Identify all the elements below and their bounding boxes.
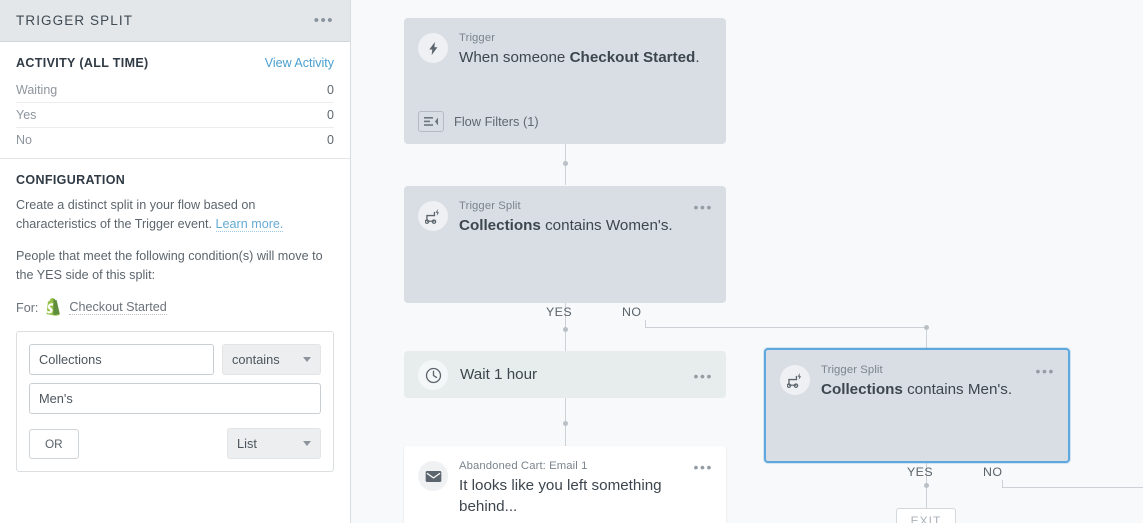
node-title: Collections contains Men's. bbox=[821, 379, 1054, 400]
connector-no-elbow-v1 bbox=[645, 320, 646, 328]
condition-operator-value: contains bbox=[232, 352, 280, 367]
node-title: Collections contains Women's. bbox=[459, 215, 712, 236]
for-row: For: Checkout Started bbox=[16, 298, 334, 317]
connector-dot bbox=[924, 325, 929, 330]
activity-row-yes: Yes 0 bbox=[16, 103, 334, 128]
activity-label: Waiting bbox=[16, 83, 58, 97]
node-menu-icon[interactable]: ••• bbox=[1035, 363, 1055, 379]
condition-type-select[interactable]: List bbox=[227, 428, 321, 459]
node-kind-label: Abandoned Cart: Email 1 bbox=[459, 460, 588, 472]
page-title: TRIGGER SPLIT bbox=[16, 13, 134, 28]
activity-title: ACTIVITY (ALL TIME) bbox=[16, 56, 149, 70]
lightning-bolt-icon bbox=[418, 33, 448, 63]
connector-mens-no-elbow-v bbox=[1002, 480, 1003, 488]
exit-label: EXIT bbox=[910, 514, 942, 523]
node-exit[interactable]: EXIT bbox=[896, 508, 956, 523]
activity-label: No bbox=[16, 133, 32, 147]
node-menu-icon[interactable]: ••• bbox=[693, 459, 713, 475]
activity-section: ACTIVITY (ALL TIME) View Activity Waitin… bbox=[0, 42, 350, 159]
panel-menu-icon[interactable]: ••• bbox=[313, 11, 334, 29]
condition-type-value: List bbox=[237, 436, 257, 451]
branch-label-no: NO bbox=[983, 465, 1003, 479]
node-title: It looks like you left something behind.… bbox=[459, 477, 662, 515]
flow-filters-label: Flow Filters (1) bbox=[454, 114, 539, 129]
connector-no-horizontal bbox=[645, 327, 927, 328]
connector-dot bbox=[563, 327, 568, 332]
node-trigger[interactable]: Trigger When someone Checkout Started. bbox=[404, 18, 726, 144]
chevron-down-icon bbox=[303, 441, 311, 446]
connector-dot bbox=[924, 483, 929, 488]
node-title-suffix: contains Men's. bbox=[902, 381, 1013, 398]
node-wait[interactable]: Wait 1 hour ••• bbox=[404, 351, 726, 398]
condition-field-input[interactable] bbox=[29, 344, 214, 375]
trigger-split-icon bbox=[418, 201, 448, 231]
node-title: Wait 1 hour bbox=[460, 366, 538, 383]
condition-operator-select[interactable]: contains bbox=[222, 344, 321, 375]
node-menu-icon[interactable]: ••• bbox=[693, 199, 713, 215]
shopify-icon bbox=[45, 298, 62, 317]
connector-mens-no-horizontal bbox=[1002, 487, 1143, 488]
node-title-emphasis: Checkout Started bbox=[569, 49, 696, 66]
trigger-split-icon bbox=[780, 365, 810, 395]
activity-label: Yes bbox=[16, 108, 37, 122]
node-email[interactable]: ••• Abandoned Cart: Email 1 It looks lik… bbox=[404, 446, 726, 523]
clock-icon bbox=[418, 360, 448, 390]
sidebar-panel: TRIGGER SPLIT ••• ACTIVITY (ALL TIME) Vi… bbox=[0, 0, 351, 523]
activity-row-no: No 0 bbox=[16, 128, 334, 152]
connector-dot bbox=[563, 421, 568, 426]
activity-value: 0 bbox=[327, 83, 334, 97]
node-kind-label: Trigger Split bbox=[821, 364, 883, 376]
view-activity-link[interactable]: View Activity bbox=[264, 56, 334, 70]
for-value-link[interactable]: Checkout Started bbox=[69, 300, 167, 315]
branch-label-yes: YES bbox=[546, 305, 572, 319]
flow-filters-button[interactable]: Flow Filters (1) bbox=[418, 111, 539, 132]
node-kind-label: Trigger bbox=[459, 32, 496, 44]
node-title-suffix: contains Women's. bbox=[540, 217, 673, 234]
node-title-suffix: . bbox=[695, 49, 700, 66]
configuration-title: CONFIGURATION bbox=[16, 173, 126, 187]
activity-value: 0 bbox=[327, 133, 334, 147]
filter-icon bbox=[418, 111, 444, 132]
panel-header: TRIGGER SPLIT ••• bbox=[0, 0, 350, 42]
flow-canvas[interactable]: Trigger When someone Checkout Started. bbox=[351, 0, 1143, 523]
connector-dot bbox=[563, 161, 568, 166]
config-desc-text: Create a distinct split in your flow bas… bbox=[16, 198, 256, 231]
connector-no-elbow-v2 bbox=[926, 327, 927, 351]
learn-more-link[interactable]: Learn more. bbox=[215, 216, 284, 232]
condition-value-input[interactable] bbox=[29, 383, 321, 414]
add-or-condition-button[interactable]: OR bbox=[29, 428, 79, 459]
node-trigger-split-mens[interactable]: ••• Trigger Split Collections con bbox=[764, 348, 1070, 463]
branch-label-no: NO bbox=[622, 305, 642, 319]
chevron-down-icon bbox=[303, 357, 311, 362]
for-label: For: bbox=[16, 300, 39, 315]
branch-label-yes: YES bbox=[907, 465, 933, 479]
node-title-emphasis: Collections bbox=[459, 217, 541, 234]
node-kind-label: Trigger Split bbox=[459, 200, 521, 212]
node-title-emphasis: Collections bbox=[821, 381, 903, 398]
activity-value: 0 bbox=[327, 108, 334, 122]
envelope-icon bbox=[418, 461, 448, 491]
activity-row-waiting: Waiting 0 bbox=[16, 78, 334, 103]
configuration-description-1: Create a distinct split in your flow bas… bbox=[16, 196, 334, 233]
node-menu-icon[interactable]: ••• bbox=[693, 368, 713, 384]
node-title: When someone Checkout Started. bbox=[459, 47, 712, 68]
node-trigger-split-womens[interactable]: ••• Trigger Split Collections con bbox=[404, 186, 726, 303]
configuration-section: CONFIGURATION Create a distinct split in… bbox=[0, 159, 350, 482]
condition-group: contains OR List bbox=[16, 331, 334, 472]
configuration-description-2: People that meet the following condition… bbox=[16, 249, 323, 282]
node-title-prefix: When someone bbox=[459, 49, 570, 66]
